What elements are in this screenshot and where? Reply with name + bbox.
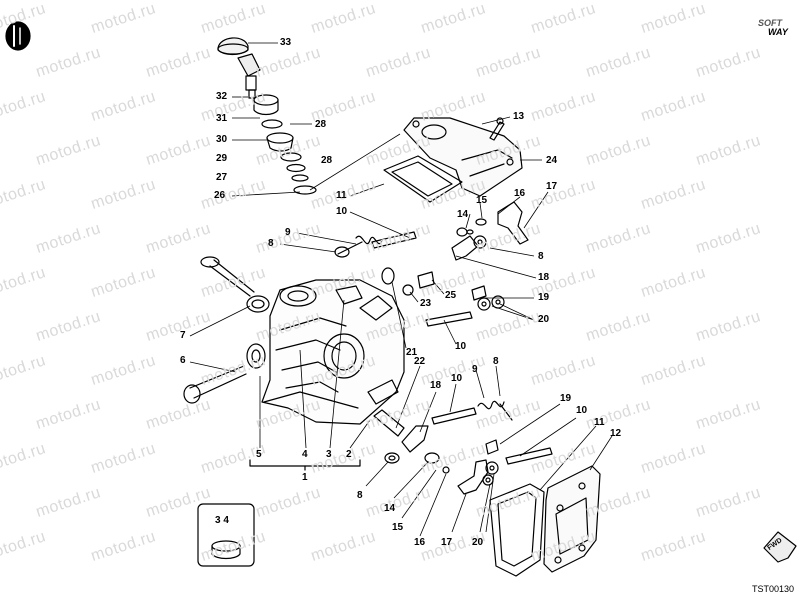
callout-label: 8: [357, 490, 363, 501]
callout-label: 18: [538, 272, 550, 283]
callout-label: 31: [216, 113, 228, 124]
callout-label: 20: [472, 537, 484, 548]
callout-label: 27: [216, 172, 228, 183]
callout-label: 4: [302, 449, 308, 460]
callout-label: 15: [392, 522, 404, 533]
callout-label: 10: [336, 206, 348, 217]
callout-label: 14: [457, 209, 469, 220]
guide-22: [373, 409, 405, 437]
callout-label: 15: [476, 195, 488, 206]
callout-label: 7: [180, 330, 186, 341]
callout-label: 8: [538, 251, 544, 262]
callout-label: 20: [538, 314, 550, 325]
callout-label: 22: [414, 356, 426, 367]
callout-label: 23: [420, 298, 432, 309]
leader-lines: [189, 42, 613, 537]
valve-cap-33: [217, 37, 249, 56]
callout-label: 2: [346, 449, 352, 460]
callout-label: 3 4: [215, 515, 229, 526]
callout-label: 33: [280, 37, 292, 48]
callout-label: 17: [546, 181, 558, 192]
rocker-arm-18-lower: [401, 425, 429, 453]
cover-bolt-13: [489, 117, 505, 141]
callout-label: 28: [315, 119, 327, 130]
washers-20-lower: [482, 461, 499, 486]
brand-logo: SOFT WAY: [750, 18, 796, 48]
callout-label: 9: [285, 227, 291, 238]
ring-21: [381, 267, 395, 285]
spring-retainers-29-26: [280, 152, 317, 195]
logo-mark-icon: [5, 21, 31, 51]
small-parts-14-15-16-lower: [384, 452, 450, 474]
rocker-spring-9-upper: [334, 235, 383, 258]
callout-label: 25: [445, 290, 457, 301]
valve-adjuster-32: [237, 53, 261, 99]
fwd-arrow-icon: [763, 531, 797, 563]
callout-label: 18: [430, 380, 442, 391]
callout-label: 11: [336, 190, 347, 201]
callout-label: 6: [180, 355, 186, 366]
callout-label: 16: [414, 537, 426, 548]
cover-gasket-11-lower: [489, 483, 545, 577]
rocker-spring-9-lower: [477, 400, 513, 421]
document-code: TST00130: [752, 584, 795, 594]
callout-label: 5: [256, 449, 262, 460]
callout-label: 19: [560, 393, 572, 404]
side-cover-12: [543, 465, 601, 573]
rocker-shaft-10-middle: [425, 311, 473, 327]
callout-label: 14: [384, 503, 396, 514]
callout-label: 12: [610, 428, 622, 439]
callout-label: 32: [216, 91, 228, 102]
assembly-bracket-1: [249, 459, 361, 471]
valve-cover-24: [403, 117, 523, 197]
rocker-shaft-10-upper: [371, 231, 417, 249]
spacer-19-lower: [485, 439, 499, 455]
callout-label: 1: [302, 472, 308, 483]
intake-valve-7: [200, 256, 270, 313]
brand-line1: SOFT: [758, 18, 782, 28]
callout-label: 19: [538, 292, 550, 303]
callout-label: 24: [546, 155, 558, 166]
rocker-shaft-10-lower-b: [505, 447, 553, 465]
spacer-23-25: [402, 271, 435, 296]
callout-label: 16: [514, 188, 526, 199]
callout-label: 3: [326, 449, 332, 460]
callout-label: 17: [441, 537, 453, 548]
callout-label: 30: [216, 134, 228, 145]
callout-label: 9: [472, 364, 478, 375]
callout-label: 8: [493, 356, 499, 367]
cylinder-head: [261, 279, 405, 425]
exhaust-valve-6: [183, 343, 266, 404]
brand-line2: WAY: [768, 27, 788, 37]
callout-label: 8: [268, 238, 274, 249]
cover-gasket-11-upper: [383, 155, 463, 203]
callout-label: 11: [594, 417, 605, 428]
collar-31-30: [253, 94, 294, 152]
callout-label: 10: [455, 341, 467, 352]
callout-label: 10: [576, 405, 588, 416]
spacers-19-20: [471, 285, 505, 311]
callout-label: 10: [451, 373, 463, 384]
callout-label: 28: [321, 155, 333, 166]
callout-label: 26: [214, 190, 226, 201]
callout-label: 29: [216, 153, 228, 164]
rocker-shaft-10-lower: [431, 407, 477, 425]
callout-label: 21: [406, 347, 418, 358]
rocker-arm-17-upper: [497, 201, 529, 245]
rocker-arm-17-lower: [457, 459, 489, 495]
part-34-box: [197, 503, 255, 567]
small-parts-14-15: [466, 218, 487, 249]
callout-label: 13: [513, 111, 525, 122]
